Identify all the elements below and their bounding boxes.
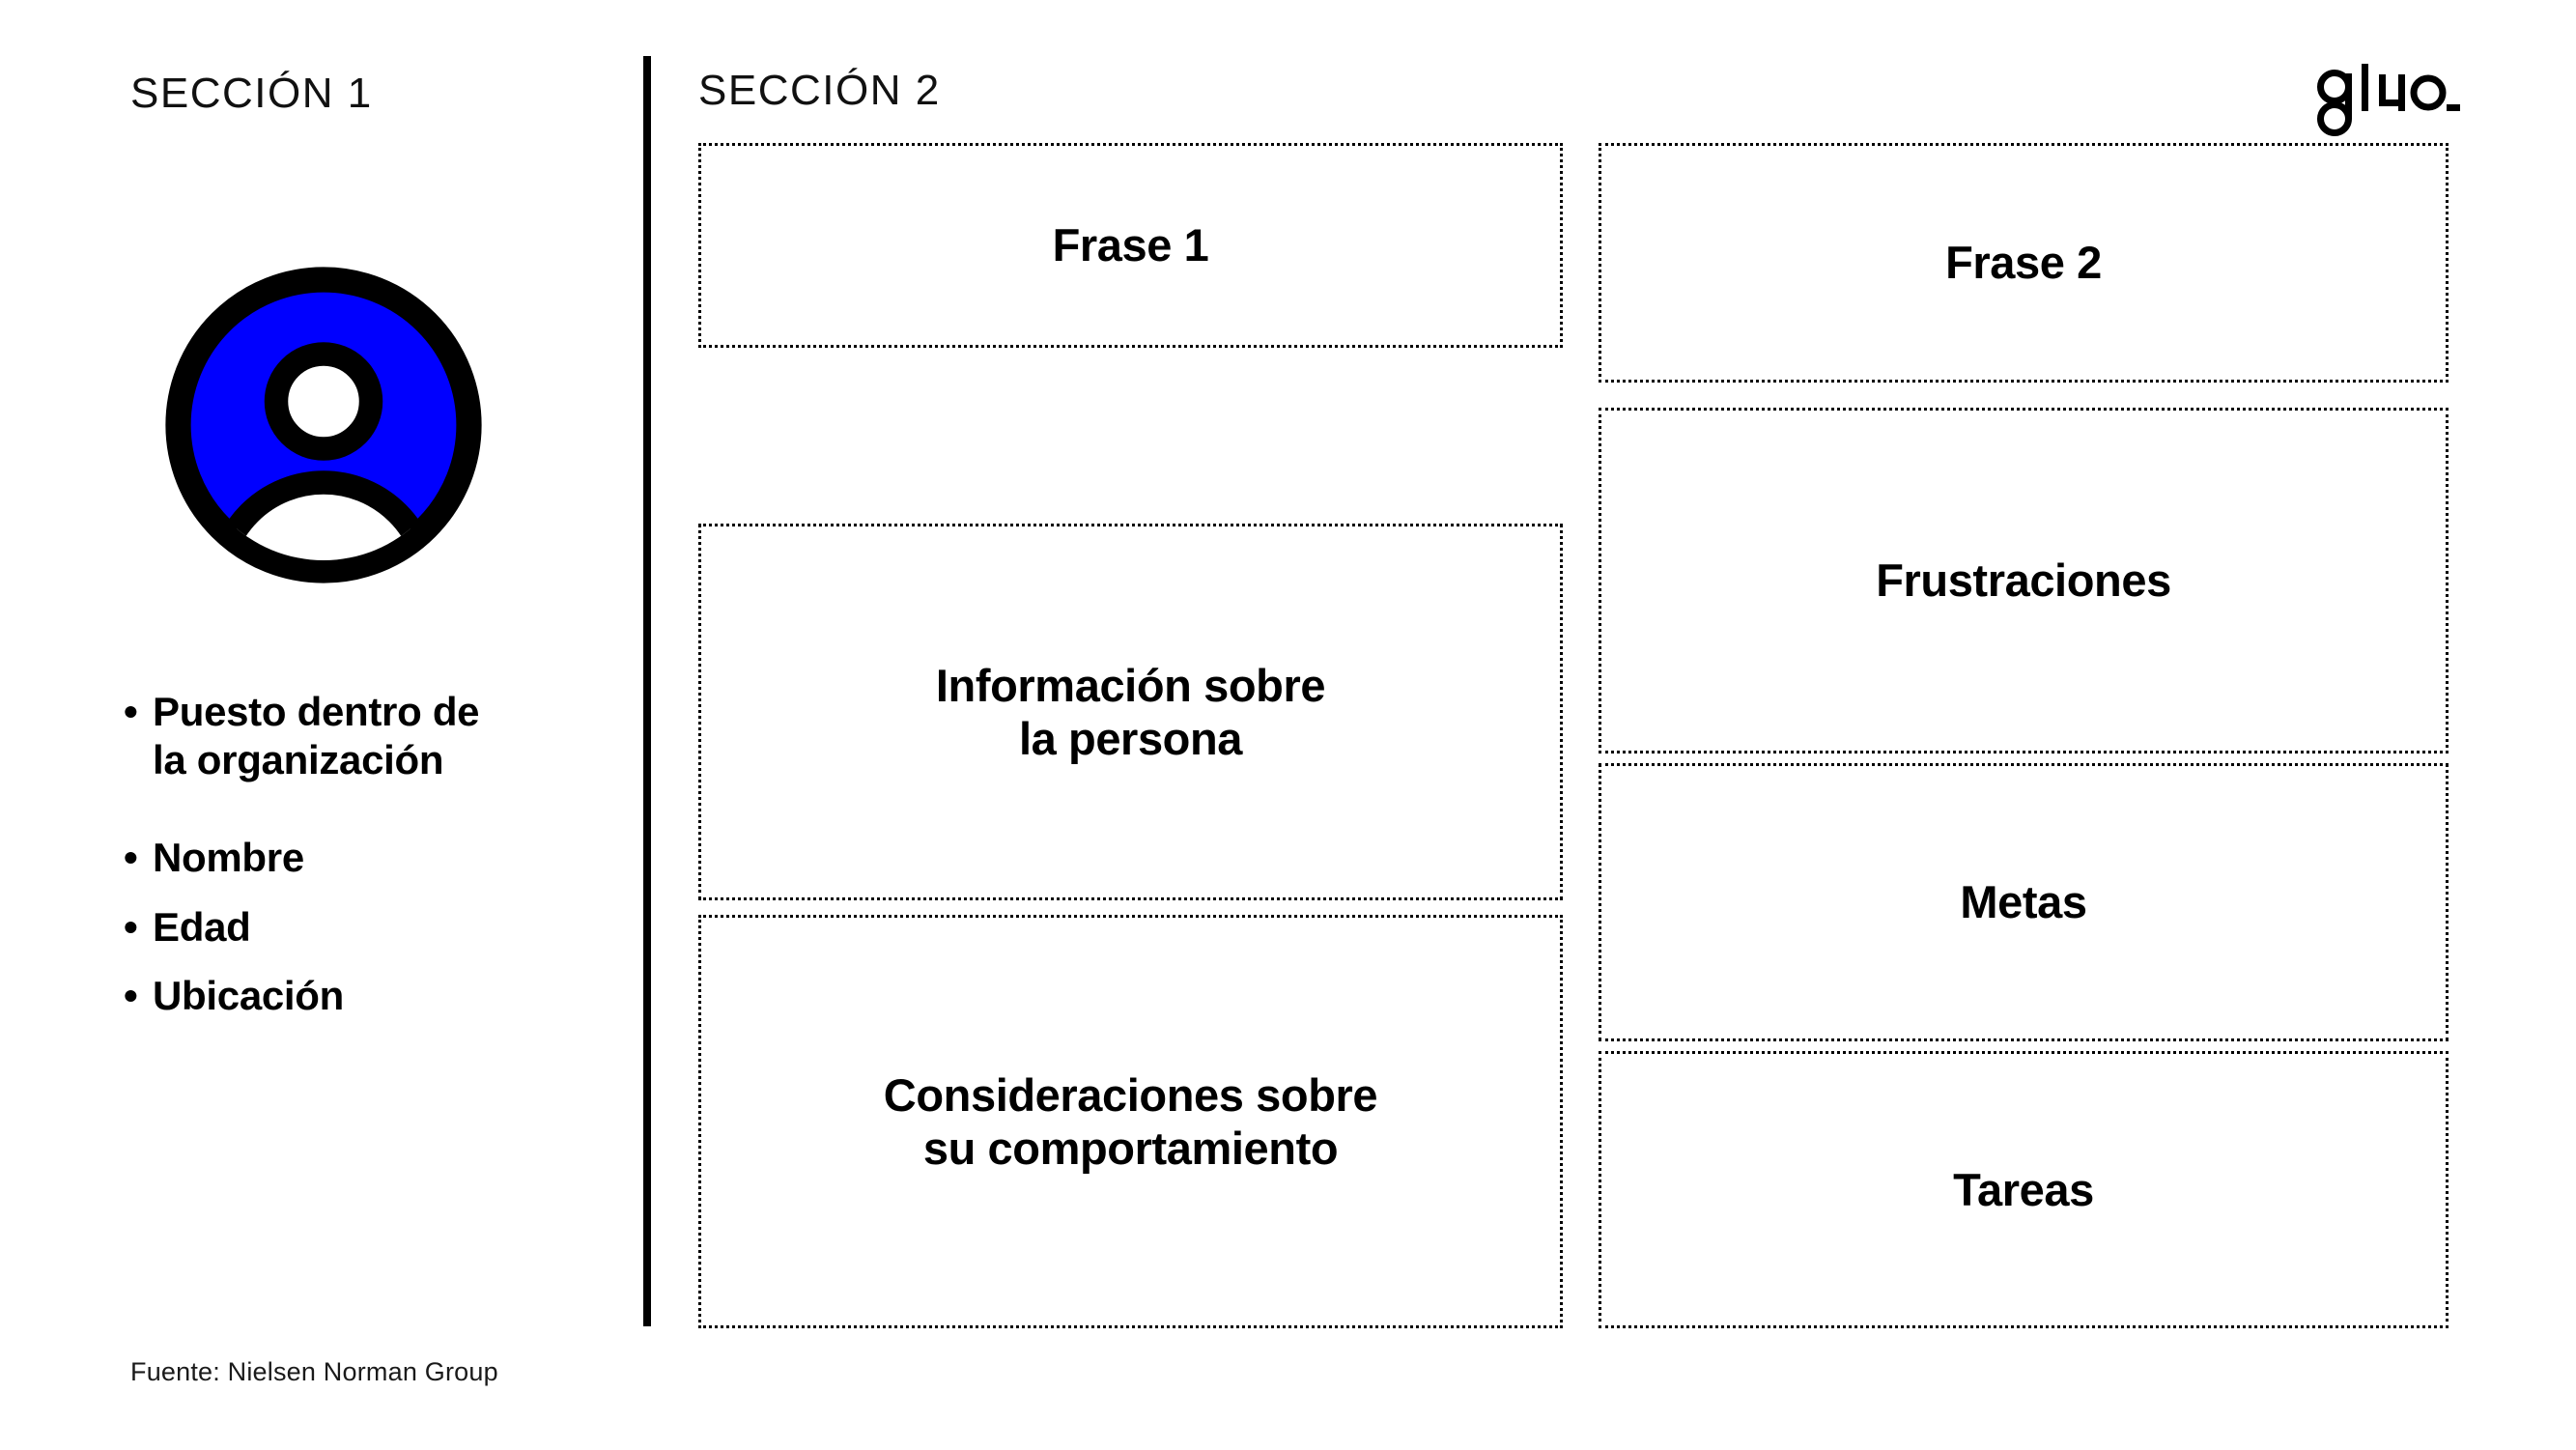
list-item: • Puesto dentro de la organización [124,688,626,783]
list-item-label: Puesto dentro de la organización [153,689,480,782]
placeholder-label: Información sobre la persona [935,659,1326,764]
placeholder-box-informacion[interactable]: Información sobre la persona [698,524,1563,900]
list-item-label: Ubicación [153,973,345,1019]
vertical-divider [643,56,651,1326]
user-avatar-icon [155,256,493,594]
placeholder-box-frase-2[interactable]: Frase 2 [1599,143,2449,383]
bullet-marker-icon: • [124,835,138,881]
list-item-label: Edad [153,903,251,950]
list-item: • Edad [124,903,626,952]
spacer [124,783,626,834]
source-footnote: Fuente: Nielsen Norman Group [130,1357,498,1386]
section-2-title: SECCIÓN 2 [698,67,941,114]
bullet-marker-icon: • [124,689,138,734]
gluo-logo [2315,56,2460,139]
placeholder-box-frase-1[interactable]: Frase 1 [698,143,1563,348]
placeholder-label: Consideraciones sobre su comportamiento [883,1068,1378,1174]
list-item: • Ubicación [124,972,626,1020]
persona-attribute-list: • Puesto dentro de la organización • Nom… [124,688,626,1020]
placeholder-box-frustraciones[interactable]: Frustraciones [1599,408,2449,753]
placeholder-box-consideraciones[interactable]: Consideraciones sobre su comportamiento [698,915,1563,1328]
bullet-marker-icon: • [124,973,138,1019]
spacer [124,882,626,903]
placeholder-label: Metas [1960,876,2087,928]
placeholder-label: Frase 1 [1052,219,1209,271]
list-item-label: Nombre [153,835,304,881]
section-1-title: SECCIÓN 1 [130,70,373,117]
bullet-marker-icon: • [124,903,138,950]
list-item: • Nombre [124,834,626,882]
spacer [124,951,626,972]
placeholder-label: Tareas [1953,1163,2094,1215]
placeholder-box-tareas[interactable]: Tareas [1599,1051,2449,1328]
placeholder-label: Frustraciones [1876,554,2171,607]
placeholder-box-metas[interactable]: Metas [1599,763,2449,1041]
placeholder-label: Frase 2 [1945,237,2102,289]
